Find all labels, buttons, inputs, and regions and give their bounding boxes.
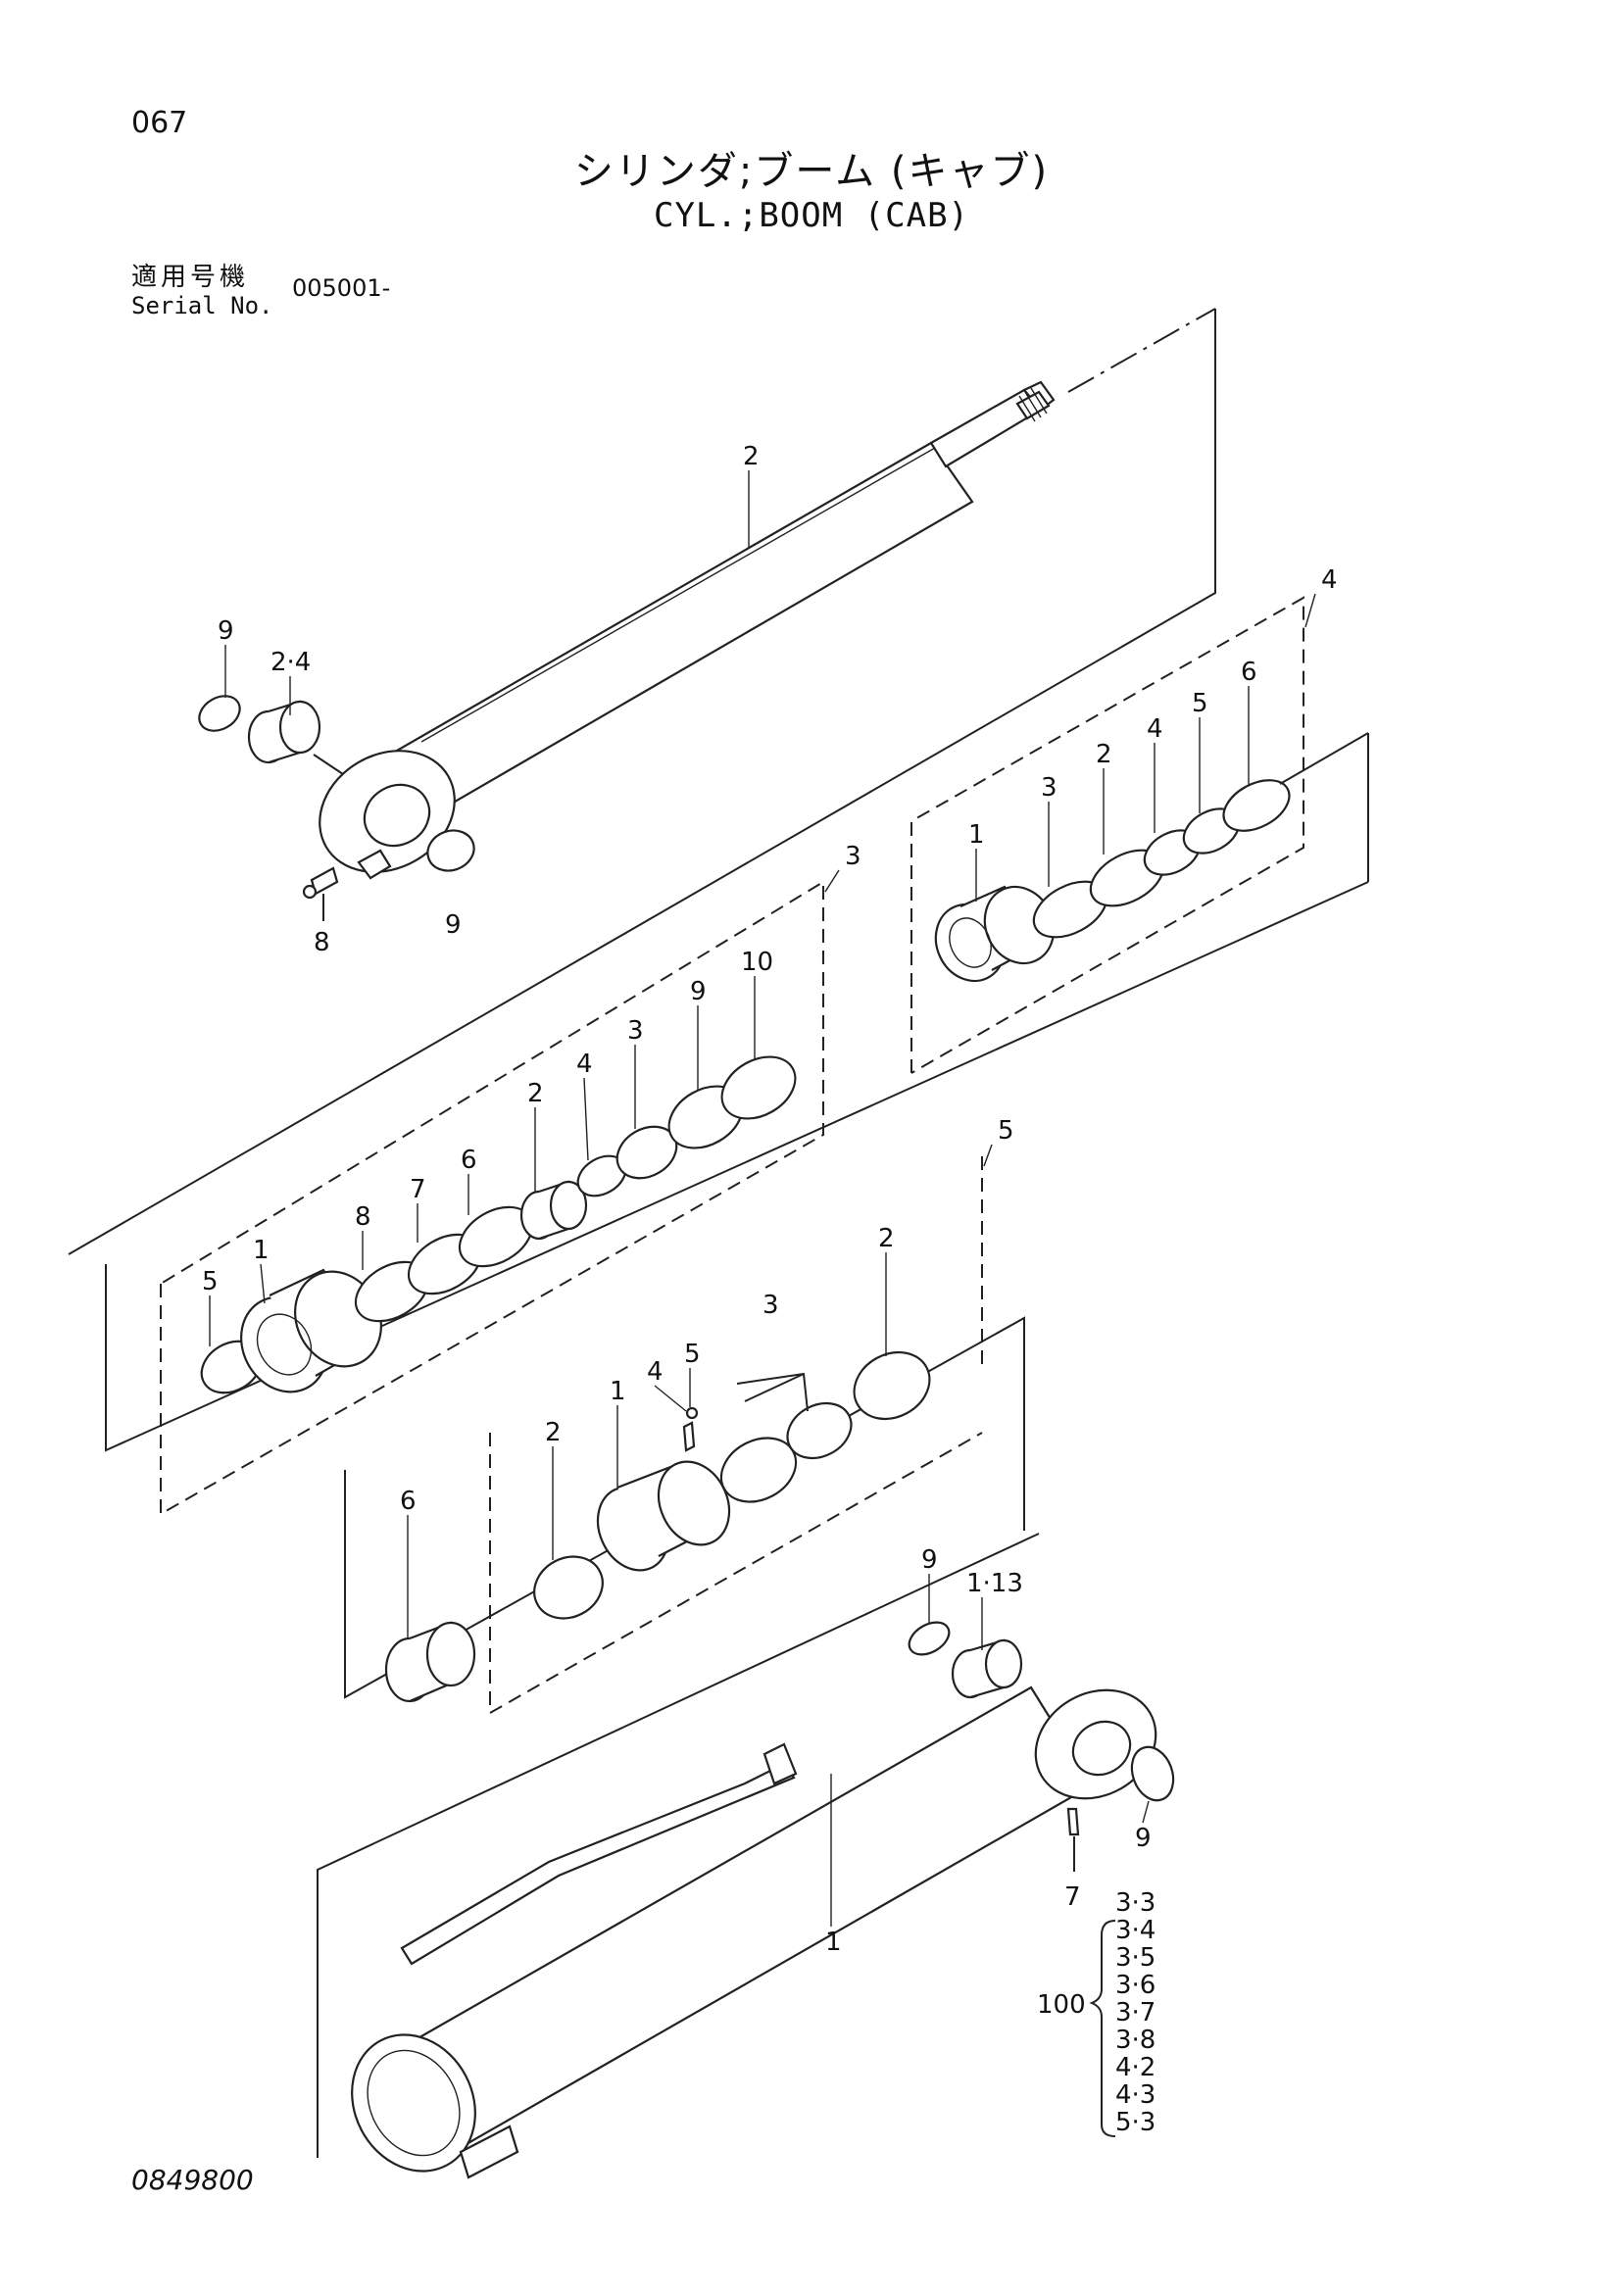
callout-g3-part-7: 7: [410, 1175, 426, 1204]
callout-g3-part-6: 6: [461, 1146, 477, 1175]
callout-tube-bushing-1-13: 1·13: [966, 1569, 1023, 1598]
seal-kit-item: 3·8: [1115, 2026, 1156, 2055]
snap-ring-9-top: [198, 695, 241, 732]
callout-g3-part-5: 5: [202, 1267, 219, 1296]
piston-part-1: [596, 1460, 731, 1572]
seal-kit-item: 4·2: [1115, 2053, 1156, 2082]
callout-g4-part-5: 5: [1192, 689, 1208, 718]
callout-group-3: 3: [845, 842, 861, 871]
callout-group-5: 5: [998, 1116, 1014, 1146]
seal-kit-item-list: 3·3 3·4 3·5 3·6 3·7 3·8 4·2 4·3 5·3: [1115, 1888, 1156, 2137]
seal-kit-item: 4·3: [1115, 2080, 1156, 2110]
page-title-japanese: シリンダ;ブーム (キャブ): [573, 149, 1050, 194]
callout-tube-fitting-7: 7: [1064, 1882, 1081, 1912]
snap-ring-9-bottom: [426, 829, 475, 872]
cylinder-tube: [351, 1685, 1094, 2179]
page-number: 067: [131, 106, 188, 140]
callout-group-4: 4: [1321, 565, 1338, 595]
callout-seal-kit-100: 100: [1037, 1990, 1086, 2020]
callout-g5-part-5: 5: [684, 1340, 701, 1369]
seal-kit-item: 3·4: [1115, 1916, 1156, 1945]
callout-g5-part-2-right: 2: [878, 1224, 895, 1253]
seal-kit-item: 3·6: [1115, 1971, 1156, 2000]
callout-g4-part-6: 6: [1241, 658, 1257, 687]
seal-kit-item: 3·7: [1115, 1998, 1156, 2027]
head-seal-kit-group-3: [105, 880, 1369, 1516]
callout-g4-part-1: 1: [968, 820, 985, 850]
callout-g3-part-8: 8: [355, 1202, 371, 1232]
callout-g4-part-3: 3: [1041, 773, 1057, 803]
bushing-2-4: [247, 700, 321, 764]
callout-g5-part-4: 4: [647, 1357, 664, 1387]
callout-g5-part-2-left: 2: [545, 1418, 562, 1447]
callout-rod-fitting-8: 8: [314, 928, 330, 957]
callout-g3-part-4: 4: [576, 1050, 593, 1079]
callout-g5-part-6: 6: [400, 1487, 417, 1516]
callout-g4-part-2: 2: [1096, 740, 1112, 769]
seal-kit-item: 3·3: [1115, 1888, 1156, 1918]
callout-g5-part-1: 1: [610, 1377, 626, 1406]
bushing-part-2: [519, 1180, 588, 1241]
seal-kit-brace: [1089, 1920, 1116, 2137]
callout-g4-part-4: 4: [1147, 714, 1163, 744]
callout-tube-1: 1: [825, 1928, 842, 1957]
callout-g3-part-1: 1: [253, 1236, 270, 1265]
callout-rod-bushing-2-4: 2·4: [270, 648, 311, 677]
piston-assembly-group-5: [344, 1156, 1025, 1715]
serial-label-japanese: 適用号機: [131, 263, 250, 292]
piston-rod: [319, 380, 1056, 880]
gland-part-1: [240, 1268, 382, 1393]
callout-g3-part-2: 2: [527, 1079, 544, 1108]
serial-number-range: 005001-: [292, 274, 391, 302]
callout-rod-ring-9-bottom: 9: [445, 910, 462, 940]
cylinder-tube-assembly: [317, 1533, 1175, 2179]
bushing-1-13: [951, 1638, 1023, 1699]
callout-g3-part-3: 3: [627, 1016, 644, 1046]
callout-leader-lines: [209, 470, 1316, 1927]
serial-label-english: Serial No.: [131, 292, 273, 319]
page-title-english: CYL.;BOOM (CAB): [653, 196, 970, 235]
callout-g5-part-3: 3: [762, 1291, 779, 1320]
seal-kit-item: 5·3: [1115, 2108, 1156, 2137]
grease-fitting-8: [302, 866, 339, 900]
drawing-number: 0849800: [131, 2164, 254, 2196]
callout-tube-ring-9-top: 9: [921, 1545, 938, 1575]
callout-tube-ring-9-right: 9: [1135, 1824, 1152, 1853]
callout-rod-2: 2: [743, 442, 760, 471]
seal-kit-item: 3·5: [1115, 1943, 1156, 1973]
callout-g3-part-9: 9: [690, 977, 707, 1006]
piston-rod-assembly: [68, 308, 1216, 1255]
head-assembly-group-4: [910, 596, 1369, 1074]
callout-rod-ring-9-top: 9: [218, 616, 234, 646]
cylinder-head: [934, 885, 1056, 983]
callout-g3-part-10: 10: [741, 948, 773, 977]
piston-bushing-part-6: [384, 1621, 476, 1703]
